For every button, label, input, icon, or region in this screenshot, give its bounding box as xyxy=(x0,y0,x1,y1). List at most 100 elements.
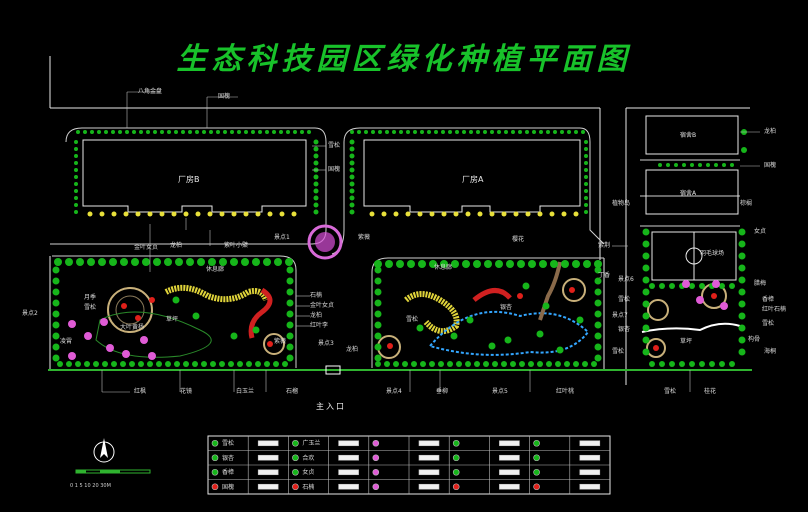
tree-symbol xyxy=(518,130,522,134)
tree-symbol xyxy=(192,361,198,367)
tree-symbol xyxy=(719,361,725,367)
tree-symbol xyxy=(642,276,650,284)
tree-symbol xyxy=(74,140,78,144)
tree-symbol xyxy=(567,130,571,134)
tree-symbol xyxy=(584,189,588,193)
callout-label: 雪松 xyxy=(618,296,631,303)
tree-symbol xyxy=(741,147,747,153)
tree-symbol xyxy=(243,211,249,217)
tree-symbol xyxy=(87,211,93,217)
callout-label: 月季 xyxy=(84,294,97,301)
tree-symbol xyxy=(274,258,282,266)
tree-symbol xyxy=(52,343,60,351)
tree-symbol xyxy=(286,288,294,296)
tree-symbol xyxy=(477,211,483,217)
tree-symbol xyxy=(313,195,319,201)
tree-symbol xyxy=(74,147,78,151)
tree-symbol xyxy=(219,361,225,367)
tree-symbol xyxy=(513,211,519,217)
tree-symbol xyxy=(374,266,382,274)
callout-label: 红叶李 xyxy=(310,322,329,329)
tree-symbol xyxy=(104,130,108,134)
tree-symbol xyxy=(99,211,105,217)
tree-symbol xyxy=(265,130,269,134)
legend-swatch xyxy=(257,483,279,490)
tree-symbol xyxy=(413,130,417,134)
callout-label: 龙柏 xyxy=(764,128,777,135)
tree-symbol xyxy=(291,211,297,217)
tree-symbol xyxy=(251,130,255,134)
tree-symbol xyxy=(594,332,602,340)
tree-symbol xyxy=(252,326,260,334)
tree-symbol xyxy=(706,163,710,167)
tree-symbol xyxy=(720,302,728,310)
legend-text: 雪松 xyxy=(222,440,235,447)
tree-symbol xyxy=(393,211,399,217)
tree-symbol xyxy=(490,130,494,134)
tree-symbol xyxy=(689,361,695,367)
tree-symbol xyxy=(286,310,294,318)
tree-symbol xyxy=(473,260,481,268)
tree-symbol xyxy=(569,287,575,293)
tree-symbol xyxy=(594,277,602,285)
left-garden xyxy=(95,224,343,358)
legend-swatch xyxy=(418,454,440,461)
tree-symbol xyxy=(411,361,417,367)
callout-label: 构骨 xyxy=(748,336,761,343)
callout-label: 雪松 xyxy=(328,142,341,149)
tree-symbol xyxy=(584,161,588,165)
tree-symbol xyxy=(553,130,557,134)
tree-symbol xyxy=(729,361,735,367)
tree-symbol xyxy=(255,211,261,217)
tree-symbol xyxy=(501,211,507,217)
tree-symbol xyxy=(106,344,114,352)
tree-symbol xyxy=(381,211,387,217)
tree-symbol xyxy=(313,188,319,194)
tree-symbol xyxy=(560,130,564,134)
tree-symbol xyxy=(153,130,157,134)
tree-symbol xyxy=(495,260,503,268)
tree-symbol xyxy=(286,277,294,285)
tree-symbol xyxy=(313,174,319,180)
legend-swatch xyxy=(579,469,601,476)
callout-label: 景点3 xyxy=(318,340,334,347)
tree-symbol xyxy=(228,361,234,367)
callout-label: 八角金盘 xyxy=(138,88,163,95)
tree-symbol xyxy=(582,361,588,367)
tree-symbol xyxy=(730,163,734,167)
tree-symbol xyxy=(440,260,448,268)
legend-symbol xyxy=(211,468,219,476)
callout-label: 红叶石楠 xyxy=(762,306,787,313)
tree-symbol xyxy=(313,181,319,187)
tree-symbol xyxy=(350,130,354,134)
tree-symbol xyxy=(581,130,585,134)
callout-label: 草坪 xyxy=(166,316,179,323)
tree-symbol xyxy=(517,260,525,268)
tree-symbol xyxy=(111,361,117,367)
tree-symbol xyxy=(429,211,435,217)
tree-symbol xyxy=(98,258,106,266)
tree-symbol xyxy=(501,361,507,367)
tree-symbol xyxy=(349,181,355,187)
tree-symbol xyxy=(402,361,408,367)
tree-symbol xyxy=(528,260,536,268)
tree-symbol xyxy=(450,332,458,340)
tree-symbol xyxy=(74,175,78,179)
tree-symbol xyxy=(374,288,382,296)
tree-symbol xyxy=(93,361,99,367)
tree-symbol xyxy=(349,174,355,180)
tree-symbol xyxy=(246,361,252,367)
tree-symbol xyxy=(174,361,180,367)
legend-symbol xyxy=(211,454,219,462)
callout-label: 植物岛 xyxy=(612,200,631,207)
legend-swatch xyxy=(338,483,359,490)
tree-symbol xyxy=(153,258,161,266)
legend-symbol xyxy=(533,483,540,491)
legend-symbol xyxy=(533,468,540,476)
tree-symbol xyxy=(90,130,94,134)
tree-symbol xyxy=(584,175,588,179)
tree-symbol xyxy=(111,130,115,134)
tree-symbol xyxy=(68,352,76,360)
tree-symbol xyxy=(576,316,584,324)
tree-symbol xyxy=(52,266,60,274)
